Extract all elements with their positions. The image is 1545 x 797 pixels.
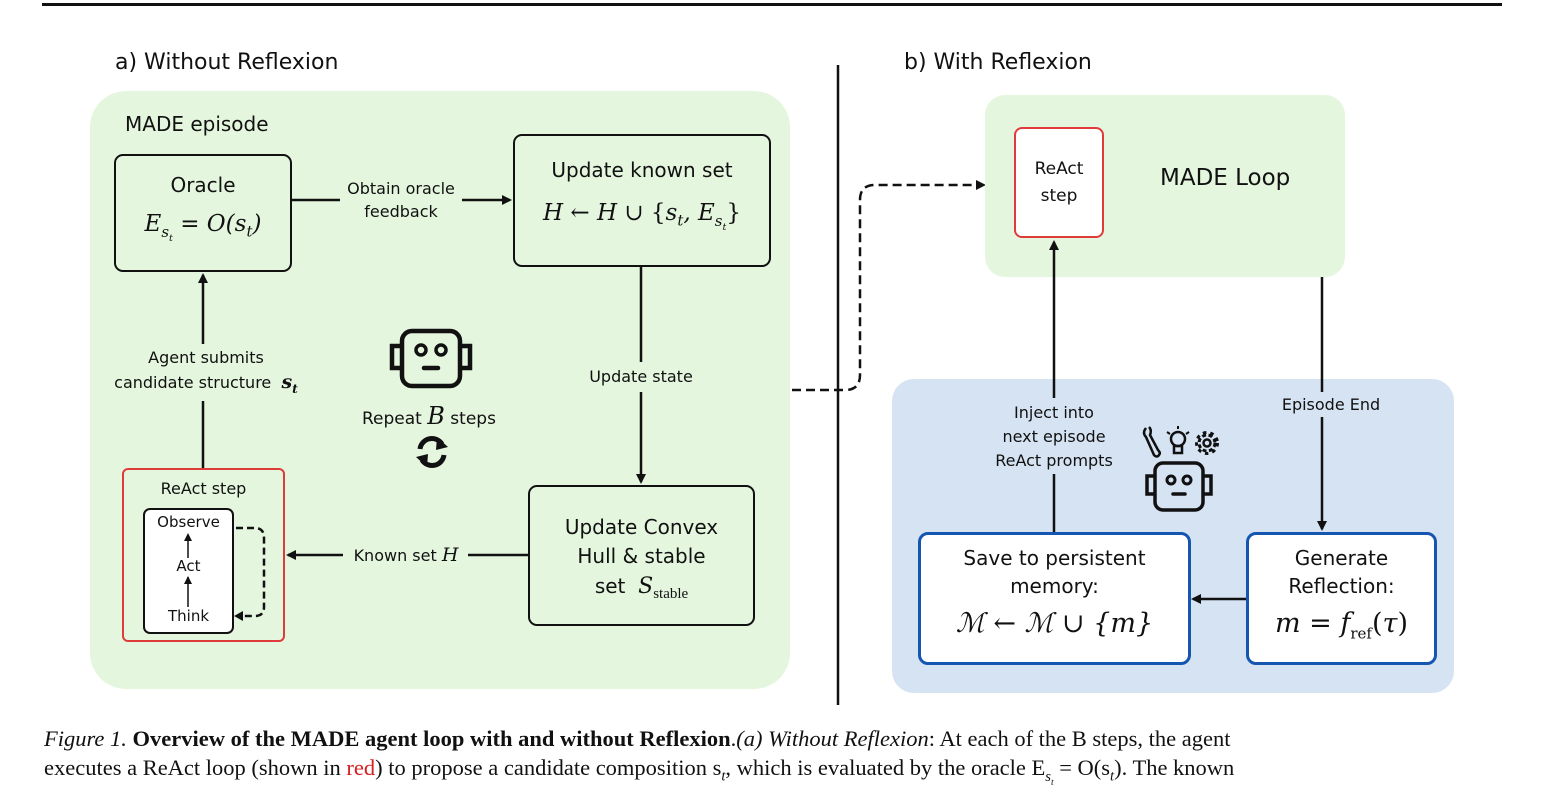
caption-italic-intro: (a) Without Reflexion <box>736 726 929 751</box>
agent-submits-label: Agent submits candidate structure st <box>106 346 306 401</box>
oracle-formula: Est = O(st) <box>144 211 262 244</box>
convex-hull-sub: stable <box>653 586 689 602</box>
update-known-set-title: Update known set <box>551 158 733 182</box>
caption-red-word: red <box>346 755 376 780</box>
save-memory-box: Save to persistent memory: ℳ ← ℳ ∪ {m} <box>918 532 1191 665</box>
react-inner-box <box>143 508 234 634</box>
caption-line2-d: = O(s <box>1053 755 1111 780</box>
generate-reflection-box: Generate Reflection: m = fref(τ) <box>1246 532 1437 665</box>
figure-caption: Figure 1. Overview of the MADE agent loo… <box>44 724 1504 797</box>
wrench-icon <box>1142 426 1162 458</box>
episode-end-label: Episode End <box>1275 393 1387 417</box>
convex-hull-line3: set Sstable <box>530 571 753 609</box>
save-memory-line2: memory: <box>1010 574 1099 598</box>
made-loop-label: MADE Loop <box>1160 165 1291 191</box>
robot-icon-b <box>1145 461 1213 512</box>
inject-label: Inject into next episode ReAct prompts <box>987 401 1121 473</box>
panel-b-title: b) With Reflexion <box>904 50 1092 75</box>
caption-line2-c: , which is evaluated by the oracle E <box>725 755 1046 780</box>
inject-line2: next episode <box>1002 427 1106 446</box>
convex-hull-box: Update Convex Hull & stable set Sstable <box>528 485 755 626</box>
repeat-label: Repeat B steps <box>362 402 496 430</box>
agent-submits-line1: Agent submits <box>148 348 264 367</box>
caption-line2-a: executes a ReAct loop (shown in <box>44 755 347 780</box>
obtain-oracle-line2: feedback <box>364 202 438 221</box>
generate-reflection-line2: Reflection: <box>1288 574 1395 598</box>
convex-hull-set-word: set <box>594 574 626 598</box>
robot-icon <box>389 328 473 389</box>
caption-line2-b: ) to propose a candidate composition s <box>375 755 722 780</box>
caption-figure-label: Figure 1. <box>44 726 127 751</box>
save-memory-line1: Save to persistent <box>963 546 1146 570</box>
caption-line1-rest: : At each of the B steps, the agent <box>928 726 1231 751</box>
agent-submits-text: candidate structure <box>114 373 272 392</box>
caption-line1: Figure 1. Overview of the MADE agent loo… <box>44 726 1231 751</box>
convex-hull-line1: Update Convex <box>564 515 719 539</box>
inject-line3: ReAct prompts <box>995 451 1113 470</box>
made-episode-label: MADE episode <box>125 112 269 136</box>
oracle-box: Oracle Est = O(st) <box>114 154 292 272</box>
gear-icon <box>1195 431 1219 455</box>
caption-line2-e: ). The known <box>1114 755 1235 780</box>
react-step-b-line2: step <box>1040 186 1078 206</box>
repeat-word: Repeat <box>362 409 422 429</box>
panel-a-title: a) Without Reflexion <box>115 50 339 75</box>
lightbulb-icon <box>1166 426 1190 455</box>
obtain-oracle-line1: Obtain oracle <box>347 179 455 198</box>
refresh-icon <box>416 436 448 468</box>
oracle-title: Oracle <box>170 173 236 197</box>
update-known-set-box: Update known set H ← H ∪ {st, Est} <box>513 134 771 267</box>
react-step-title-a: ReAct step <box>160 479 247 498</box>
think-label: Think <box>167 607 210 625</box>
react-step-box-b: ReAct step <box>1014 127 1104 238</box>
convex-hull-var: S <box>638 574 654 599</box>
inject-line1: Inject into <box>1014 403 1094 422</box>
obtain-oracle-label: Obtain oracle feedback <box>340 177 462 223</box>
save-memory-formula: ℳ ← ℳ ∪ {m} <box>955 608 1154 639</box>
observe-label: Observe <box>157 513 220 531</box>
known-set-label: Known set H <box>345 543 467 568</box>
agent-submits-line2: candidate structure st <box>114 371 298 396</box>
act-label: Act <box>176 557 201 575</box>
react-step-b-line1: ReAct <box>1034 159 1084 179</box>
caption-line2: executes a ReAct loop (shown in red) to … <box>44 755 1235 788</box>
generate-reflection-formula: m = fref(τ) <box>1274 608 1409 643</box>
top-rule <box>42 3 1502 6</box>
generate-reflection-line1: Generate <box>1294 546 1389 570</box>
caption-bold-title: Overview of the MADE agent loop with and… <box>132 726 731 751</box>
known-set-var: H <box>441 544 459 566</box>
update-known-set-formula: H ← H ∪ {st, Est} <box>542 200 742 233</box>
update-state-label: Update state <box>581 365 701 389</box>
known-set-text: Known set <box>353 546 437 565</box>
repeat-var: B <box>427 402 445 430</box>
convex-hull-line2: Hull & stable <box>577 544 706 568</box>
repeat-suffix: steps <box>450 409 496 429</box>
